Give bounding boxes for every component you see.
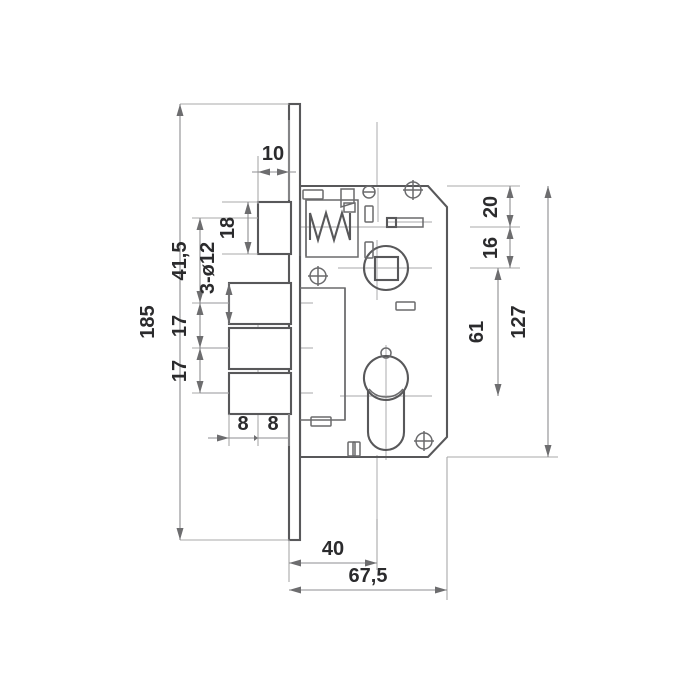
internal-pin-horizontal <box>385 216 424 229</box>
dim-label-faceplate-thickness: 10 <box>262 143 284 165</box>
deadbolt-middle <box>227 326 293 371</box>
dim-faceplate-thickness: 10 <box>252 120 296 204</box>
internal-slot-bottom <box>310 416 332 427</box>
dim-case-height: 127 <box>447 186 558 458</box>
dim-label-latch-height: 18 <box>217 217 239 239</box>
dim-label-bolt-hole-callout: 3-ø12 <box>197 242 219 294</box>
dim-latch-height: 18 <box>217 201 258 255</box>
dim-label-bolt-pitch-upper: 17 <box>169 315 191 337</box>
internal-slot-cyl-left <box>352 441 361 457</box>
dim-bolt-pitch-lower: 17 <box>169 348 229 394</box>
dim-overall-height: 185 <box>137 103 289 541</box>
internal-slot-lower <box>347 441 356 457</box>
dim-bolt-pitch-upper: 17 <box>169 303 229 349</box>
dim-body-depth: 67,5 <box>289 457 448 600</box>
dim-label-bolt-width-left: 8 <box>237 413 248 435</box>
dim-bolt-hole-callout: 3-ø12 <box>197 242 233 324</box>
internal-screw-slotted <box>362 185 376 199</box>
deadbolt-lower <box>227 371 293 416</box>
dim-label-latch-to-bolt: 41,5 <box>169 242 191 281</box>
internal-slot-mid-right <box>395 301 416 311</box>
dim-label-backset: 40 <box>322 538 344 560</box>
internal-slot-vertical-upper <box>364 205 374 223</box>
deadbolt-upper <box>227 281 293 326</box>
dim-label-bolt-pitch-lower: 17 <box>169 360 191 382</box>
center-lines <box>200 122 432 530</box>
square-spindle-hole <box>362 244 410 292</box>
dim-latch-to-bolt: 41,5 <box>169 217 258 304</box>
latch-bolt <box>256 199 359 258</box>
dim-label-body-depth: 67,5 <box>349 565 388 587</box>
cylinder-screw-hole <box>380 347 392 359</box>
dim-label-latch-to-spindle: 16 <box>480 237 502 259</box>
fixing-hole-bottom-right <box>414 431 434 451</box>
euro-cylinder-hole <box>362 354 409 452</box>
internal-slot-top <box>302 189 324 200</box>
dim-top-to-latch: 20 <box>447 185 520 228</box>
dim-label-case-height: 127 <box>508 305 530 338</box>
dim-label-spindle-to-cylinder: 61 <box>466 321 488 343</box>
dim-label-bolt-width-right: 8 <box>267 413 278 435</box>
dim-bolt-widths: 8 8 <box>208 413 290 446</box>
internal-tab-angled <box>340 188 355 209</box>
dim-label-top-to-latch: 20 <box>480 196 502 218</box>
dim-spindle-to-cylinder: 61 <box>466 268 502 396</box>
dim-backset: 40 <box>288 519 378 582</box>
deadbolt-tail-block <box>300 287 346 421</box>
internal-slot-vertical-lower <box>364 241 374 259</box>
fixing-hole-left <box>308 266 328 286</box>
latch-spring <box>308 209 352 244</box>
fixing-hole-top-right <box>403 180 423 200</box>
dim-latch-to-spindle: 16 <box>470 227 520 269</box>
dim-label-overall-height: 185 <box>137 305 159 338</box>
